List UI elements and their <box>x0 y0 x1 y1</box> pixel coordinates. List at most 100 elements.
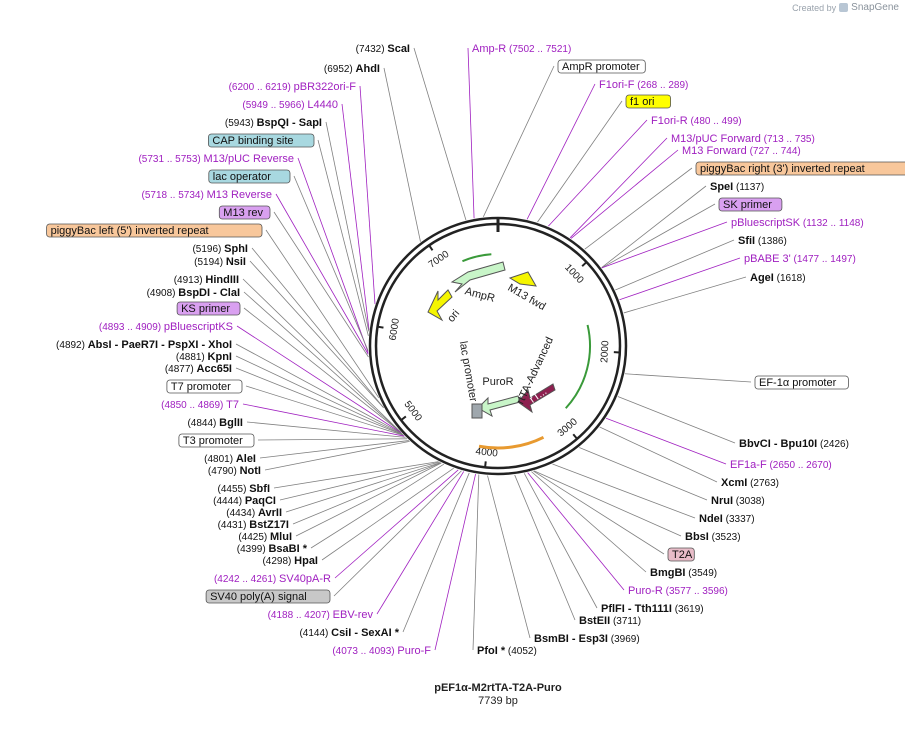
map-label-m13-puc-reverse[interactable]: (5731 .. 5753) M13/pUC Reverse <box>138 153 294 165</box>
label-part: (2426) <box>817 439 849 450</box>
map-label-sbfi[interactable]: (4455) SbfI <box>218 483 270 495</box>
map-label-cap-binding-site[interactable]: CAP binding site <box>207 133 315 148</box>
map-label-acc65i[interactable]: (4877) Acc65I <box>165 363 232 375</box>
label-text: (4908) BspDI - ClaI <box>147 287 240 299</box>
created-by-text: Created by <box>792 2 837 13</box>
ampr-promoter-arc[interactable] <box>462 253 492 263</box>
map-label-f1-ori[interactable]: f1 ori <box>625 94 671 109</box>
map-label-sk-primer[interactable]: SK primer <box>718 197 783 212</box>
map-label-pbr322ori-f[interactable]: (6200 .. 6219) pBR322ori-F <box>229 81 357 93</box>
map-label-ef-1-promoter[interactable]: EF-1α promoter <box>754 375 849 390</box>
label-part: (268 .. 289) <box>634 80 688 91</box>
map-label-paqci[interactable]: (4444) PaqCI <box>213 495 276 507</box>
map-label-m13-rev[interactable]: M13 rev <box>218 205 271 220</box>
ampr-feature[interactable] <box>450 261 506 293</box>
label-box <box>625 94 671 109</box>
map-label-scai[interactable]: (7432) ScaI <box>356 43 410 55</box>
puror-feature[interactable] <box>477 395 521 418</box>
map-label-agei[interactable]: AgeI (1618) <box>750 272 806 284</box>
label-text: EF-1α promoter <box>759 377 837 389</box>
map-label-nsii[interactable]: (5194) NsiI <box>194 256 246 268</box>
tick-label: 7000 <box>427 249 452 271</box>
map-label-absi[interactable]: (4892) AbsI - PaeR7I - PspXI - XhoI <box>56 339 232 351</box>
map-label-xcmi[interactable]: XcmI (2763) <box>721 477 779 489</box>
map-label-bmgbi[interactable]: BmgBI (3549) <box>650 567 717 579</box>
map-label-pflfi[interactable]: PflFI - Tth111I (3619) <box>601 603 704 615</box>
label-text: (5194) NsiI <box>194 256 246 268</box>
map-label-csii[interactable]: (4144) CsiI - SexAI * <box>299 627 399 639</box>
map-label-m13-reverse[interactable]: (5718 .. 5734) M13 Reverse <box>142 189 272 201</box>
map-label-bspqi[interactable]: (5943) BspQI - SapI <box>225 117 322 129</box>
map-label-m13-forward[interactable]: M13 Forward (727 .. 744) <box>682 145 801 157</box>
map-label-kpni[interactable]: (4881) KpnI <box>176 351 232 363</box>
map-label-f1ori-f[interactable]: F1ori-F (268 .. 289) <box>599 79 688 91</box>
leader-line <box>257 438 407 441</box>
map-label-amp-r[interactable]: Amp-R (7502 .. 7521) <box>472 43 571 55</box>
map-label-t7[interactable]: (4850 .. 4869) T7 <box>161 399 239 411</box>
map-label-bglii[interactable]: (4844) BglII <box>187 417 243 429</box>
map-label-m13-puc-forward[interactable]: M13/pUC Forward (713 .. 735) <box>671 133 815 145</box>
leader-line <box>285 462 441 513</box>
map-label-t7-promoter[interactable]: T7 promoter <box>166 379 243 394</box>
map-label-hindiii[interactable]: (4913) HindIII <box>174 274 239 286</box>
ori-feature[interactable] <box>427 289 453 322</box>
map-label-pbluescriptks[interactable]: (4893 .. 4909) pBluescriptKS <box>99 321 233 333</box>
m13-fwd-feature[interactable] <box>508 271 537 287</box>
map-label-alei[interactable]: (4801) AleI <box>204 453 256 465</box>
tick-mark <box>572 433 578 440</box>
map-label-pfoi[interactable]: PfoI * (4052) <box>477 645 537 657</box>
label-text: (5718 .. 5734) M13 Reverse <box>142 189 272 201</box>
map-label-avrii[interactable]: (4434) AvrII <box>226 507 282 519</box>
orange-arc[interactable] <box>478 435 545 450</box>
leader-line <box>526 83 596 220</box>
map-label-sfii[interactable]: SfiI (1386) <box>738 235 787 247</box>
sv40-polya-feature[interactable] <box>471 403 483 419</box>
map-label-sv40pa-r[interactable]: (4242 .. 4261) SV40pA-R <box>214 573 331 585</box>
map-label-f1ori-r[interactable]: F1ori-R (480 .. 499) <box>651 115 742 127</box>
label-part: (4144) <box>299 628 331 639</box>
map-label-piggybac-right-3-inverted-repeat[interactable]: piggyBac right (3') inverted repeat <box>695 161 905 176</box>
map-label-t2a[interactable]: T2A <box>667 547 695 562</box>
map-label-sv40-poly-a-signal[interactable]: SV40 poly(A) signal <box>205 589 331 604</box>
leader-line <box>265 229 380 398</box>
label-part: (4877) <box>165 364 197 375</box>
map-label-bsmbi[interactable]: BsmBI - Esp3I (3969) <box>534 633 640 645</box>
label-part: (4188 .. 4207) <box>268 610 333 621</box>
label-part: M13/pUC Forward <box>671 133 761 145</box>
label-text: pBluescriptSK (1132 .. 1148) <box>731 217 864 229</box>
leader-line <box>537 100 623 223</box>
map-label-ndei[interactable]: NdeI (3337) <box>699 513 755 525</box>
rtta-feature[interactable] <box>517 383 556 414</box>
leader-line <box>293 175 369 351</box>
map-label-ahdi[interactable]: (6952) AhdI <box>324 63 380 75</box>
map-label-bbsi[interactable]: BbsI (3523) <box>685 531 741 543</box>
map-label-nrui[interactable]: NruI (3038) <box>711 495 765 507</box>
map-label-hpai[interactable]: (4298) HpaI <box>262 555 318 567</box>
map-label-bsabi[interactable]: (4399) BsaBI * <box>237 543 308 555</box>
map-label-puro-f[interactable]: (4073 .. 4093) Puro-F <box>332 645 431 657</box>
label-text: (7432) ScaI <box>356 43 410 55</box>
map-label-bstz17i[interactable]: (4431) BstZ17I <box>218 519 289 531</box>
map-label-bsteii[interactable]: BstEII (3711) <box>579 615 641 627</box>
map-label-ef1a-f[interactable]: EF1a-F (2650 .. 2670) <box>730 459 832 471</box>
map-label-puro-r[interactable]: Puro-R (3577 .. 3596) <box>628 585 728 597</box>
map-label-ks-primer[interactable]: KS primer <box>176 301 241 316</box>
ef1a-promoter-arc[interactable] <box>565 324 591 409</box>
map-labels[interactable]: (7432) ScaI (6952) AhdI (6200 .. 6219) pBR… <box>46 43 905 657</box>
map-label-ampr-promoter[interactable]: AmpR promoter <box>557 59 646 74</box>
map-label-mlui[interactable]: (4425) MluI <box>238 531 292 543</box>
leader-line <box>523 473 598 609</box>
map-label-piggybac-left-5-inverted-repeat[interactable]: piggyBac left (5') inverted repeat <box>46 223 263 238</box>
map-label-bbvci[interactable]: BbvCI - Bpu10I (2426) <box>739 438 849 450</box>
map-label-pbabe-3[interactable]: pBABE 3' (1477 .. 1497) <box>744 253 856 265</box>
map-label-sphi[interactable]: (5196) SphI <box>192 243 248 255</box>
map-label-lac-operator[interactable]: lac operator <box>208 169 291 184</box>
map-label-noti[interactable]: (4790) NotI <box>208 465 261 477</box>
label-part: Amp-R <box>472 43 506 55</box>
map-label-bspdi[interactable]: (4908) BspDI - ClaI <box>147 287 240 299</box>
map-label-pbluescriptsk[interactable]: pBluescriptSK (1132 .. 1148) <box>731 217 864 229</box>
map-label-l4440[interactable]: (5949 .. 5966) L4440 <box>242 99 338 111</box>
map-label-t3-promoter[interactable]: T3 promoter <box>178 433 255 448</box>
map-label-spei[interactable]: SpeI (1137) <box>710 181 764 193</box>
map-label-ebv-rev[interactable]: (4188 .. 4207) EBV-rev <box>268 609 374 621</box>
